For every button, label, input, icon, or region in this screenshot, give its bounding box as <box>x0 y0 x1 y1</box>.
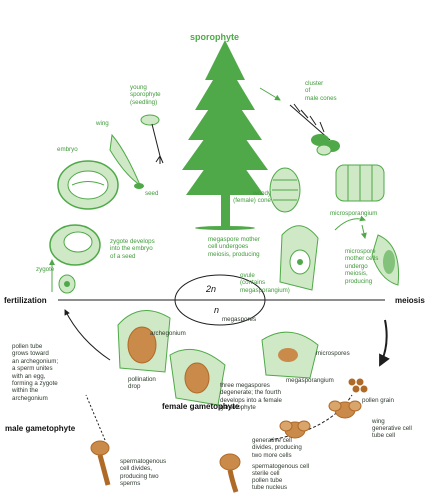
megasporangium-icon <box>261 331 319 379</box>
spermatogenous-cell-label: spermatogenous cell <box>252 463 310 470</box>
tube-nucleus-label: tube nucleus <box>252 484 288 491</box>
seed-label: seed <box>145 190 159 197</box>
male-cones-label: cluster of male cones <box>305 80 337 102</box>
male-gametophyte-icon <box>90 440 111 486</box>
microspore-mother-label: microspore mother cells undergo meiosis,… <box>345 248 379 285</box>
megaspores-label: megaspores <box>222 316 257 323</box>
haploid-label: n <box>214 305 220 315</box>
ovule-label: ovule (contains megasporangium) <box>240 272 290 294</box>
spermatogenous-divides-label: spermatogenous cell divides, producing t… <box>120 458 167 488</box>
zygote-icon <box>58 274 76 294</box>
microspores-icon <box>348 378 368 393</box>
sporophyte-title: sporophyte <box>190 32 240 42</box>
sterile-cell-label: sterile cell <box>252 470 280 477</box>
zygote-develops-icon <box>49 224 101 266</box>
ovule-icon <box>279 225 319 291</box>
pine-tree-icon <box>182 40 268 230</box>
pollination-drop-label: pollination drop <box>128 376 156 391</box>
wing-label-bottom: wing <box>372 418 385 425</box>
young-sporophyte-label: young sporophyte (seedling) <box>130 84 161 106</box>
pollen-tube-icon <box>219 453 241 493</box>
female-gametophyte-icon <box>117 310 226 406</box>
pollen-tube-path <box>85 394 106 441</box>
seedling-icon <box>140 114 164 164</box>
pollen-tube-label: pollen tube <box>252 477 283 484</box>
megaspore-mother-label: megaspore mother cell undergoes meiosis,… <box>208 236 260 258</box>
ploidy-boundary <box>58 274 385 326</box>
generative-divides-label: generative cell divides, producing two m… <box>252 437 302 459</box>
generative-cell-label: generative cell <box>372 425 412 432</box>
pollen-grain-icon <box>328 400 362 419</box>
archegonium-label: archegonium <box>150 330 186 337</box>
woody-cone-label: woody (female) cone <box>233 190 271 205</box>
generative-division-icon <box>279 420 311 439</box>
male-gametophyte-title: male gametophyte <box>5 424 76 433</box>
meiosis-label: meiosis <box>395 296 425 305</box>
three-megaspores-label: three megaspores degenerate; the fourth … <box>220 382 282 412</box>
embryo-label: embryo <box>57 146 78 153</box>
male-cones-icon <box>289 103 340 156</box>
pollen-grain-label: pollen grain <box>362 397 394 404</box>
diploid-label: 2n <box>206 284 217 294</box>
female-cone-icon <box>269 167 301 213</box>
microspores-label: microspores <box>316 350 350 357</box>
microsporangium-label-top: microsporangium <box>330 210 378 217</box>
wing-label-top: wing <box>96 120 109 127</box>
fertilization-label: fertilization <box>4 296 47 305</box>
cycle-arrows <box>49 87 390 441</box>
embryo-seed-icon <box>57 160 119 210</box>
megasporangium-label: megasporangium <box>286 377 334 384</box>
zygote-label: zygote <box>36 266 55 273</box>
winged-seed-icon <box>109 133 144 189</box>
microsporangium-icon <box>371 234 400 286</box>
zygote-develops-label: zygote develops into the embryo of a see… <box>110 238 155 260</box>
pollen-tube-text: pollen tube grows toward an archegonium;… <box>12 343 59 402</box>
female-gametophyte-title: female gametophyte <box>162 402 240 411</box>
tube-cell-label: tube cell <box>372 432 396 439</box>
male-cone-detail-icon <box>335 164 385 202</box>
